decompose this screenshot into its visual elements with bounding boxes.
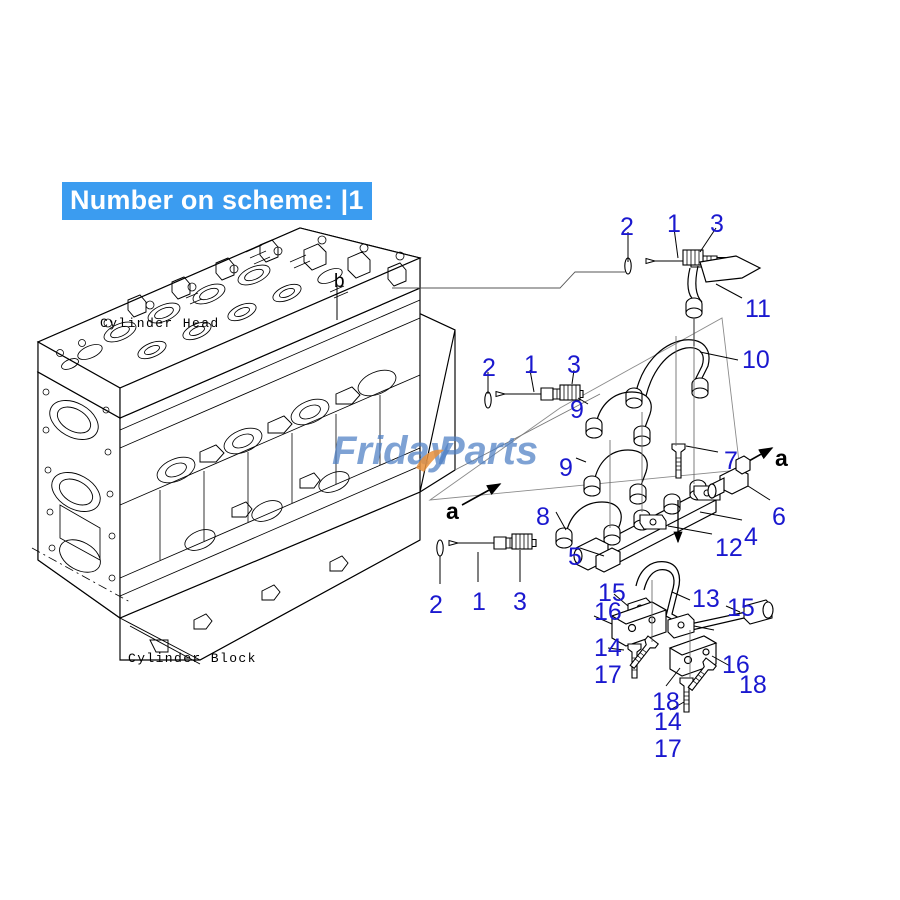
callout-11: 11: [745, 295, 771, 323]
hp-pipe-9-upper: [585, 391, 652, 447]
callout-16-left: 16: [594, 598, 622, 626]
section-arrow-a-left: [461, 483, 502, 506]
section-mark-b: b: [334, 271, 345, 292]
callout-2-top: 2: [620, 213, 634, 241]
section-mark-a-left: a: [446, 498, 459, 524]
injector-group-middle: [484, 369, 584, 409]
callout-15-right: 15: [727, 594, 755, 622]
cylinder-head-body: [36, 227, 422, 419]
callout-12: 12: [715, 534, 743, 562]
callout-3-top: 3: [710, 210, 724, 238]
callout-7: 7: [724, 447, 738, 475]
hp-pipe-8: [555, 501, 622, 557]
injector-group-top: [624, 227, 734, 275]
callout-6: 6: [772, 503, 786, 531]
hp-pipe-9-lower: [583, 449, 648, 505]
block-bottom-flange: [119, 539, 421, 665]
callout-2-middle: 2: [482, 354, 496, 382]
callout-3-bottom: 3: [513, 588, 527, 616]
hp-pipe-10: [625, 339, 710, 409]
callout-2-bottom: 2: [429, 591, 443, 619]
cylinder-block-detail: [119, 299, 421, 597]
leader-top-injector-group: [392, 271, 625, 289]
cylinder-block-label: Cylinder Block: [128, 651, 257, 666]
injector-group-bottom: [436, 533, 537, 584]
callout-18-left: 18: [652, 688, 680, 716]
leader-10: [699, 351, 739, 361]
leader-8: [555, 511, 567, 531]
callout-5: 5: [568, 543, 582, 571]
callout-1-top: 1: [667, 210, 681, 238]
reference-lines: [609, 318, 695, 678]
leader-9-lower: [575, 457, 587, 463]
callout-14-lower: 14: [654, 708, 682, 736]
callout-16-right: 16: [722, 651, 750, 679]
callout-14-upper: 14: [594, 634, 622, 662]
callout-18-right: 18: [739, 671, 767, 699]
scheme-number-badge: Number on scheme: |1: [62, 182, 372, 221]
callout-17-upper: 17: [594, 661, 622, 689]
callout-13: 13: [692, 585, 720, 613]
callout-4: 4: [744, 523, 758, 551]
callout-9-lower: 9: [559, 454, 573, 482]
leader-9-upper: [577, 397, 589, 405]
section-mark-a-right: a: [775, 445, 788, 471]
cylinder-head-label: Cylinder Head: [100, 316, 220, 331]
callout-8: 8: [536, 503, 550, 531]
callout-1-bottom: 1: [472, 588, 486, 616]
block-front-face-detail: [42, 388, 116, 582]
callout-1-middle: 1: [524, 351, 538, 379]
callout-17-lower: 17: [654, 735, 682, 763]
engine-assembly: [31, 227, 456, 665]
section-plane-a: [428, 317, 741, 501]
hp-pipe-11: [685, 255, 762, 346]
cylinder-head-detail: [56, 235, 407, 370]
callout-15-left: 15: [598, 579, 626, 607]
callout-10: 10: [742, 346, 770, 374]
common-rail-assembly: [573, 443, 771, 573]
callout-9-upper: 9: [570, 396, 584, 424]
leader-11: [715, 283, 743, 299]
callout-3-middle: 3: [567, 351, 581, 379]
